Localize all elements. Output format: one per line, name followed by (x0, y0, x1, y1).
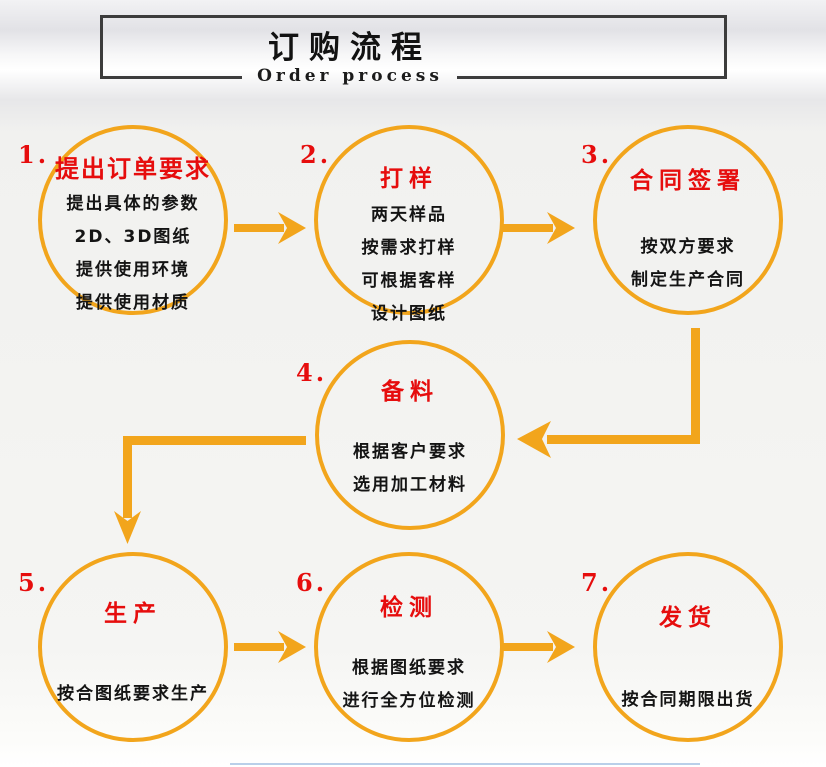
step-circle-order-request: 提出订单要求 提出具体的参数 2D、3D图纸 提供使用环境 提供使用材质 (38, 125, 228, 315)
step-detail-line: 按合同期限出货 (621, 690, 755, 710)
step-title: 合同签署 (630, 168, 746, 194)
step-circle-inspection: 检测 根据图纸要求 进行全方位检测 (314, 552, 504, 742)
arrow-step3-to-step4-icon (517, 328, 700, 458)
header-bottom-line-right (457, 76, 727, 79)
step-detail-line: 选用加工材料 (353, 475, 467, 495)
header-bottom-line-left (100, 76, 242, 79)
arrow-step4-to-step5-icon (114, 436, 306, 544)
step-detail-line: 根据图纸要求 (352, 658, 466, 678)
step-number-6: 6. (296, 568, 328, 597)
step-detail-line: 按双方要求 (640, 237, 736, 257)
step-detail-line: 两天样品 (371, 205, 447, 225)
step-detail-line: 提供使用环境 (76, 260, 190, 280)
page-subtitle: Order process (257, 66, 443, 86)
step-detail-line: 按需求打样 (361, 238, 457, 258)
step-details: 提出具体的参数 2D、3D图纸 提供使用环境 提供使用材质 (42, 188, 224, 320)
arrow-step6-to-step7-icon (503, 631, 575, 663)
step-circle-production: 生产 按合图纸要求生产 (38, 552, 228, 742)
step-number-4: 4. (296, 358, 328, 387)
step-title: 提出订单要求 (55, 155, 211, 183)
arrow-step1-to-step2-icon (234, 212, 306, 244)
step-circle-contract: 合同签署 按双方要求 制定生产合同 (593, 125, 783, 315)
step-details: 按双方要求 制定生产合同 (597, 231, 779, 297)
step-circle-material-prep: 备料 根据客户要求 选用加工材料 (315, 340, 505, 530)
step-title: 检测 (380, 595, 438, 621)
step-details: 按合同期限出货 (597, 684, 779, 717)
step-detail-line: 制定生产合同 (631, 270, 745, 290)
step-details: 根据客户要求 选用加工材料 (319, 436, 501, 502)
step-detail-line: 进行全方位检测 (342, 691, 476, 711)
step-details: 两天样品 按需求打样 可根据客样 设计图纸 (318, 199, 500, 331)
step-detail-line: 提出具体的参数 (66, 194, 200, 214)
page-title: 订购流程 (268, 30, 432, 66)
step-title: 发货 (659, 605, 717, 631)
step-detail-line: 2D、3D图纸 (74, 227, 192, 247)
step-details: 按合图纸要求生产 (42, 678, 224, 711)
step-number-3: 3. (581, 140, 613, 169)
step-detail-line: 提供使用材质 (76, 293, 190, 313)
step-title: 生产 (104, 601, 162, 627)
step-title: 打样 (380, 166, 438, 192)
arrow-step5-to-step6-icon (234, 631, 306, 663)
bottom-divider-line (230, 763, 700, 765)
step-number-1: 1. (18, 140, 50, 169)
step-number-5: 5. (18, 568, 50, 597)
step-circle-shipping: 发货 按合同期限出货 (593, 552, 783, 742)
header-box (100, 15, 727, 79)
step-details: 根据图纸要求 进行全方位检测 (318, 652, 500, 718)
step-title: 备料 (381, 379, 439, 405)
step-detail-line: 可根据客样 (361, 271, 457, 291)
step-detail-line: 按合图纸要求生产 (57, 684, 209, 704)
step-number-7: 7. (581, 568, 613, 597)
step-detail-line: 根据客户要求 (353, 442, 467, 462)
step-number-2: 2. (300, 140, 332, 169)
arrow-step2-to-step3-icon (503, 212, 575, 244)
step-circle-sampling: 打样 两天样品 按需求打样 可根据客样 设计图纸 (314, 125, 504, 324)
step-detail-line: 设计图纸 (371, 304, 447, 324)
